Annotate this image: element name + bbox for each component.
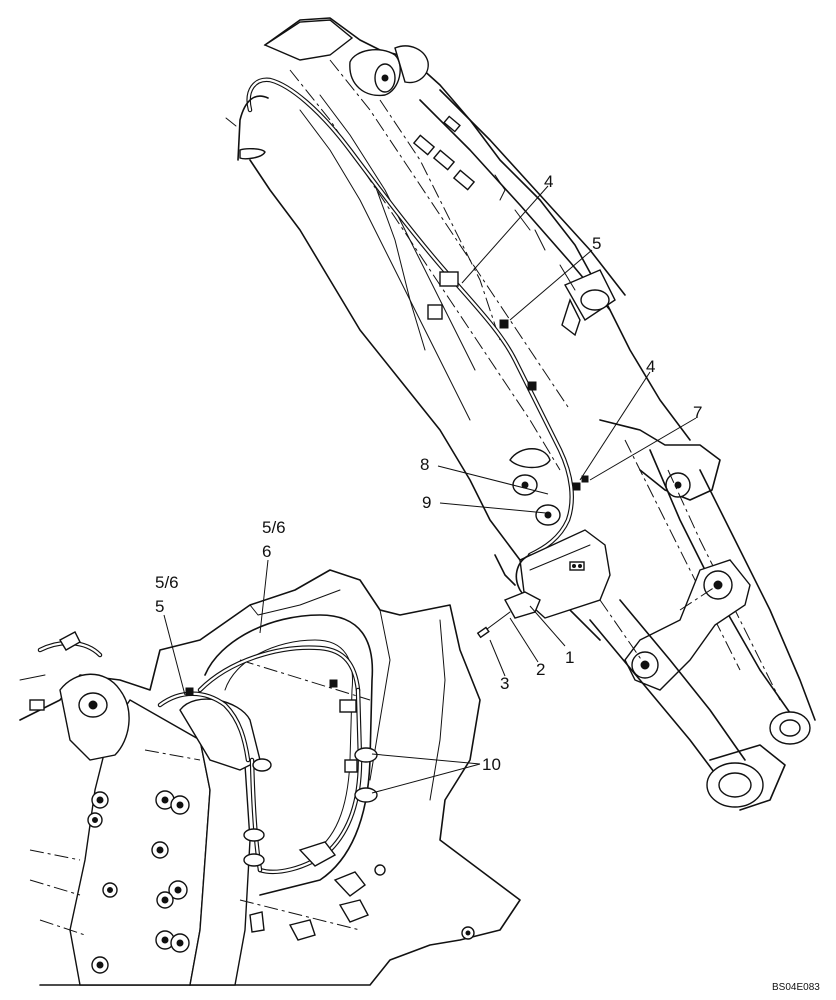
callout-6: 6: [262, 542, 271, 561]
callout-1: 1: [565, 648, 574, 667]
callout-leaders: [163, 185, 697, 794]
callout-2: 2: [536, 660, 545, 679]
loader-front-frame: [19, 569, 521, 986]
callout-4-upper: 4: [544, 172, 553, 191]
loader-boom-arm: [225, 17, 816, 811]
callout-5-lower: 5: [155, 597, 164, 616]
callout-5-upper: 5: [592, 234, 601, 253]
callout-9: 9: [422, 493, 431, 512]
callout-5-6-right: 5/6: [262, 518, 286, 537]
callout-10: 10: [482, 755, 501, 774]
callout-4-lower: 4: [646, 357, 655, 376]
callout-8: 8: [420, 455, 429, 474]
callout-labels: 1 2 3 4 4 5 5 5/6 5/6 6 7 8 9 10 BS04E08…: [155, 172, 820, 993]
callout-7: 7: [693, 403, 702, 422]
drawing-code: BS04E083: [772, 982, 820, 993]
callout-3: 3: [500, 674, 509, 693]
callout-5-6-left: 5/6: [155, 573, 179, 592]
